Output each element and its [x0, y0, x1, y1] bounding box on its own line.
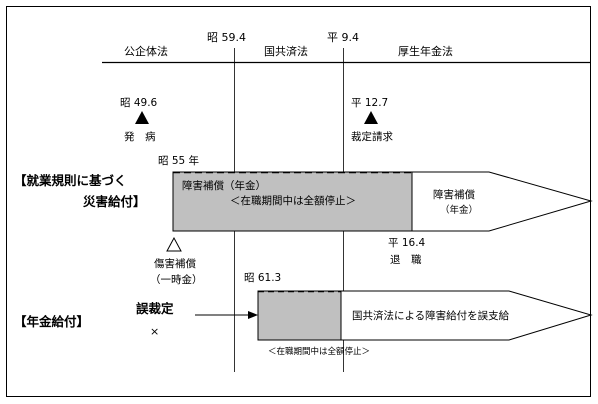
ruling-request-label: 裁定請求 — [351, 130, 393, 143]
law-national-label: 国共済法 — [264, 44, 308, 58]
erroneous-payment-text: 国共済法による障害給付を誤支給 — [352, 309, 510, 322]
pension-suspended-note: ＜在職期間中は全額停止＞ — [268, 346, 370, 357]
disability-pension-arrow-line1: 障害補償 — [433, 188, 475, 201]
accident-row-label-line1: 【就業規則に基づく — [14, 173, 127, 188]
lump-sum-label-line2: （一時金） — [150, 273, 203, 286]
onset-marker-triangle — [135, 111, 149, 124]
ruling-request-marker-triangle — [364, 111, 378, 124]
date-h12-7: 平 12.7 — [351, 97, 388, 109]
onset-label: 発 病 — [124, 130, 156, 143]
suspended-box-line1: 障害補償（年金） — [182, 179, 266, 192]
date-s55: 昭 55 年 — [158, 154, 199, 167]
accident-row-label-line2: 災害給付】 — [82, 194, 146, 209]
date-h16-4: 平 16.4 — [388, 237, 426, 249]
misruling-cross: × — [150, 325, 159, 338]
suspended-box-line2: ＜在職期間中は全額停止＞ — [230, 194, 356, 207]
misruling-label: 誤裁定 — [136, 301, 174, 316]
retirement-label: 退 職 — [390, 254, 422, 266]
suspended-pension-box — [172, 171, 413, 232]
date-s61-3: 昭 61.3 — [244, 272, 281, 284]
pension-suspended-box — [257, 290, 342, 341]
date-s49-6: 昭 49.6 — [120, 97, 158, 109]
lump-sum-label-line1: 傷害補償 — [154, 257, 196, 270]
date-h9-4: 平 9.4 — [327, 31, 359, 44]
disability-pension-arrow-line2: （年金） — [440, 204, 478, 216]
misruling-pointer-head — [248, 311, 258, 319]
law-welfare-label: 厚生年金法 — [398, 44, 453, 58]
date-s59-4: 昭 59.4 — [207, 31, 246, 44]
lump-sum-marker-triangle — [166, 236, 182, 252]
pension-row-label: 【年金給付】 — [14, 314, 89, 329]
law-public-label: 公企体法 — [124, 44, 168, 58]
